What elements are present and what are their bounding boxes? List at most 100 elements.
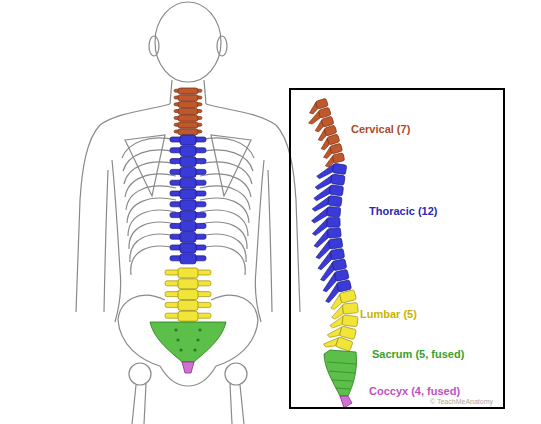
ear	[149, 36, 159, 56]
vertebral-body	[337, 280, 352, 292]
thoracic-vertebra	[180, 211, 196, 221]
vertebral-body	[330, 143, 343, 154]
vertebral-body	[315, 98, 328, 109]
body-line	[255, 160, 264, 322]
region-label: Sacrum (5, fused)	[372, 348, 464, 361]
thoracic-vertebra	[180, 200, 196, 210]
coccyx	[182, 362, 194, 373]
vertebral-body	[329, 238, 343, 249]
body-line	[170, 80, 172, 104]
cervical-vertebra	[178, 108, 198, 114]
body-line	[104, 170, 108, 312]
sacral-foramen	[196, 338, 199, 341]
vertebral-body	[332, 163, 346, 174]
cervical-vertebra	[178, 102, 198, 108]
ear	[217, 36, 227, 56]
vertebral-body	[327, 217, 340, 227]
region-label: Cervical (7)	[351, 123, 410, 136]
cervical-vertebra	[178, 122, 198, 128]
body-line	[200, 222, 247, 249]
thoracic-vertebra	[180, 254, 196, 264]
posterior-spine	[150, 88, 226, 373]
head	[155, 2, 221, 82]
vertebral-body	[339, 326, 356, 340]
body-outline	[76, 2, 300, 424]
sacral-foramen	[198, 328, 201, 331]
vertebral-body	[339, 290, 356, 304]
thoracic-vertebra	[180, 221, 196, 231]
body-line	[200, 150, 253, 171]
body-line	[112, 160, 121, 322]
coccyx	[340, 396, 352, 408]
vertebral-body	[342, 315, 358, 327]
lateral-spine	[306, 98, 359, 408]
spinous-process	[323, 334, 339, 350]
watermark: © TeachMeAnatomy	[430, 397, 493, 406]
lumbar-vertebra	[178, 268, 198, 278]
body-line	[268, 170, 272, 312]
body-line	[130, 234, 176, 262]
thoracic-vertebra	[180, 243, 196, 253]
body-line	[211, 135, 251, 196]
sacral-foramen	[179, 348, 182, 351]
vertebral-body	[331, 174, 345, 185]
inset-frame: Cervical (7) Thoracic (12) Lumbar (5) Sacru…	[289, 88, 505, 409]
body-line	[100, 104, 170, 125]
sacral-fusion-line	[327, 362, 356, 389]
vertebral-body	[328, 196, 342, 207]
body-line	[123, 150, 176, 171]
body-line	[124, 162, 176, 184]
vertebral-body	[327, 207, 341, 217]
sacrum	[324, 350, 357, 396]
body-line	[122, 138, 176, 158]
cervical-vertebra	[178, 95, 198, 101]
vertebral-body	[332, 259, 347, 271]
region-label: Thoracic (12)	[369, 205, 437, 218]
cervical-vertebra	[178, 129, 198, 135]
cervical-vertebra	[178, 115, 198, 121]
lumbar-vertebra	[178, 311, 198, 321]
body-line	[125, 135, 165, 196]
body-line	[200, 162, 252, 184]
vertebral-body	[330, 248, 344, 259]
region-label: Lumbar (5)	[360, 308, 417, 321]
body-line	[200, 138, 254, 158]
vertebral-body	[329, 185, 343, 196]
thoracic-vertebra	[180, 232, 196, 242]
lumbar-vertebra	[178, 279, 198, 289]
hip-joint	[225, 363, 247, 385]
lumbar-vertebra	[178, 300, 198, 310]
body-line	[276, 125, 300, 312]
femur	[132, 384, 244, 424]
cervical-vertebra	[178, 88, 198, 94]
body-line	[206, 104, 276, 125]
body-line	[204, 80, 206, 104]
sacral-foramen	[176, 338, 179, 341]
thoracic-vertebra	[180, 167, 196, 177]
thoracic-vertebra	[180, 157, 196, 167]
thoracic-vertebra	[180, 189, 196, 199]
body-line	[200, 174, 251, 197]
body-line	[125, 174, 176, 197]
thoracic-vertebra	[180, 178, 196, 188]
thoracic-vertebra	[180, 146, 196, 156]
sacral-foramen	[193, 348, 196, 351]
body-line	[76, 125, 100, 312]
vertebral-body	[335, 337, 353, 352]
vertebral-body	[342, 303, 358, 315]
lumbar-vertebra	[178, 290, 198, 300]
vertebral-body	[327, 227, 341, 238]
thoracic-vertebra	[180, 135, 196, 145]
hip-joint	[129, 363, 151, 385]
vertebral-body	[318, 107, 331, 118]
sacral-foramen	[174, 328, 177, 331]
body-line	[200, 234, 246, 262]
spinous-process	[330, 315, 343, 329]
vertebral-body	[334, 269, 349, 281]
vertebral-body	[327, 134, 340, 145]
region-label: Coccyx (4, fused)	[369, 385, 460, 398]
sacrum	[150, 322, 226, 362]
vertebral-body	[332, 153, 344, 163]
body-line	[129, 222, 176, 249]
